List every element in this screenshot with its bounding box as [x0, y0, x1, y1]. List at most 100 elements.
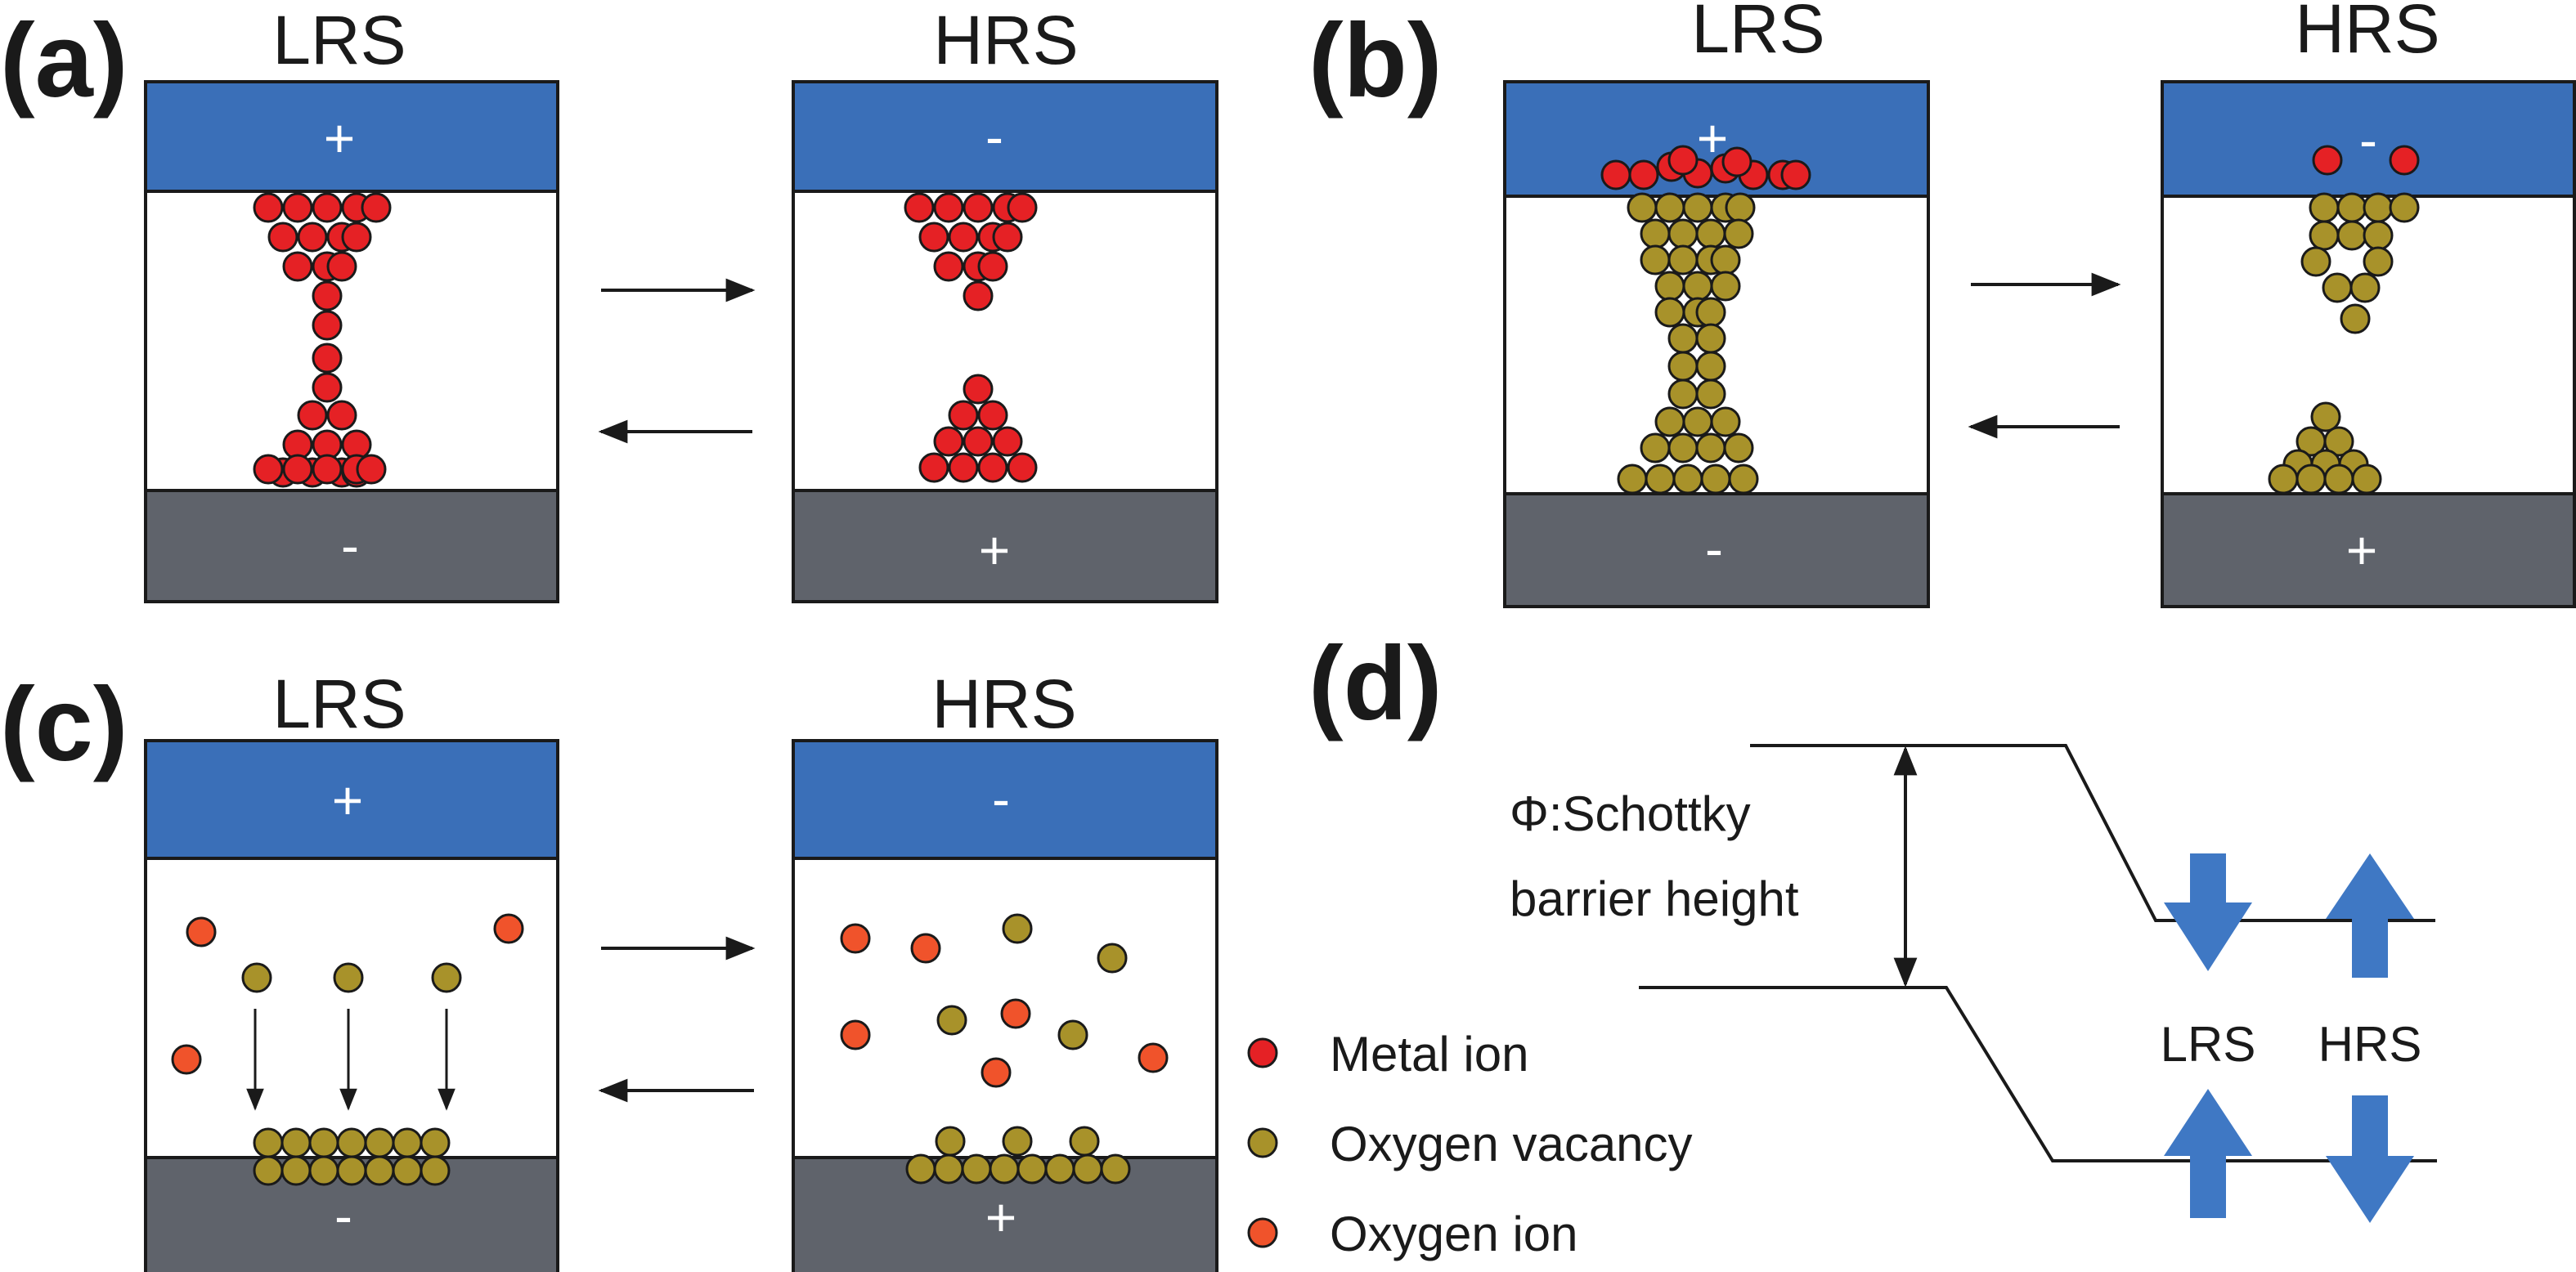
- oxygen-vacancy: [1057, 1019, 1088, 1050]
- oxygen-vacancy: [420, 1127, 451, 1158]
- panel-b-label: (b): [1308, 2, 1442, 119]
- panel-c-lrs-device: LRS + -: [144, 665, 559, 1272]
- metal-ion: [933, 192, 964, 223]
- oxygen-vacancy: [1097, 943, 1128, 974]
- oxygen-vacancy: [2363, 246, 2394, 277]
- panel-a-label: (a): [0, 2, 128, 119]
- oxygen-vacancy: [2322, 272, 2353, 303]
- panel-c-hrs-oxygen-ions: [840, 923, 1169, 1088]
- metal-ion: [312, 343, 343, 374]
- panel-c-hrs-title: HRS: [931, 665, 1076, 742]
- panel-b-hrs-metal-ions: [2312, 145, 2420, 176]
- panel-d-hrs-upper-up-arrow: [2326, 853, 2414, 978]
- oxygen-vacancy: [1682, 406, 1713, 437]
- oxygen-vacancy: [1667, 351, 1699, 382]
- metal-ion: [963, 280, 994, 311]
- oxygen-vacancy: [1682, 271, 1713, 302]
- panel-a-hrs-top-sign: -: [985, 106, 1003, 167]
- oxygen-vacancy: [420, 1155, 451, 1186]
- panel-c-lrs-top-electrode: [144, 739, 559, 860]
- oxygen-vacancy: [2268, 464, 2299, 495]
- panel-b-hrs-top-electrode: [2161, 80, 2576, 198]
- panel-a-lrs-bottom-electrode: [144, 489, 559, 603]
- oxygen-vacancy: [1710, 244, 1741, 275]
- panel-d-hrs-lower-down-arrow: [2326, 1095, 2414, 1223]
- oxygen-vacancy: [961, 1153, 992, 1185]
- oxygen-vacancy: [253, 1155, 284, 1186]
- oxygen-vacancy: [1654, 271, 1685, 302]
- panel-a-hrs-title: HRS: [933, 2, 1078, 78]
- oxygen-ion: [1138, 1042, 1169, 1073]
- metal-ion: [1007, 192, 1038, 223]
- metal-ion: [2312, 145, 2343, 176]
- oxygen-ion: [493, 913, 524, 944]
- panel-c-lrs-top-sign: +: [332, 770, 364, 831]
- oxygen-vacancy: [1700, 464, 1731, 495]
- oxygen-vacancy: [308, 1155, 339, 1186]
- oxygen-vacancy: [364, 1155, 395, 1186]
- panel-c-lrs-vacancy-layer: [253, 1127, 451, 1186]
- oxygen-vacancy: [336, 1127, 367, 1158]
- panel-b-hrs-title: HRS: [2295, 0, 2439, 67]
- metal-ion: [918, 452, 949, 483]
- panel-c-lrs-free-vacancies: [241, 962, 462, 993]
- oxygen-vacancy: [989, 1153, 1020, 1185]
- oxygen-vacancy: [1667, 378, 1699, 410]
- oxygen-vacancy: [1710, 271, 1741, 302]
- oxygen-ion: [910, 933, 941, 964]
- metal-ion: [992, 426, 1023, 457]
- panel-d-hrs-label: HRS: [2318, 1017, 2422, 1072]
- oxygen-vacancy: [1002, 1126, 1033, 1157]
- panel-b-lrs-title: LRS: [1691, 0, 1824, 67]
- metal-ion: [977, 452, 1008, 483]
- oxygen-vacancy: [336, 1155, 367, 1186]
- oxygen-vacancy: [1695, 378, 1726, 410]
- oxygen-vacancy: [1728, 464, 1759, 495]
- oxygen-vacancy: [1667, 218, 1699, 249]
- metal-ion: [977, 400, 1008, 431]
- panel-b-hrs-top-sign: -: [2359, 110, 2377, 170]
- panel-b: (b) LRS + - HRS - +: [1308, 0, 2576, 608]
- oxygen-vacancy: [1627, 192, 1658, 223]
- oxygen-vacancy: [1100, 1153, 1131, 1185]
- oxygen-vacancy: [1640, 218, 1671, 249]
- panel-c-hrs-top-electrode: [792, 739, 1218, 860]
- panel-a-hrs-bottom-electrode: [792, 489, 1218, 603]
- panel-c-lrs-bottom-sign: -: [334, 1185, 352, 1246]
- panel-a-hrs-metal-filament-bottom: [918, 374, 1038, 483]
- oxygen-vacancy: [1640, 244, 1671, 275]
- oxygen-vacancy: [2296, 464, 2327, 495]
- metal-ion: [253, 192, 284, 223]
- panel-c-lrs-title: LRS: [272, 665, 406, 742]
- oxygen-vacancy: [333, 962, 364, 993]
- panel-b-hrs-bottom-sign: +: [2346, 520, 2378, 580]
- oxygen-vacancy: [1654, 192, 1685, 223]
- oxygen-vacancy: [1672, 464, 1703, 495]
- oxygen-vacancy: [1654, 297, 1685, 328]
- oxygen-vacancy: [1667, 323, 1699, 354]
- panel-a-lrs-top-electrode: [144, 80, 559, 193]
- panel-b-hrs-vacancy-top: [2300, 192, 2420, 334]
- metal-ion: [361, 192, 392, 223]
- oxygen-vacancy: [1044, 1153, 1075, 1185]
- oxygen-vacancy: [253, 1127, 284, 1158]
- panel-d-lrs-upper-down-arrow: [2164, 853, 2252, 971]
- oxygen-vacancy: [1069, 1126, 1100, 1157]
- metal-ion: [977, 251, 1008, 282]
- metal-ion: [963, 374, 994, 405]
- panel-d-phi-line2: barrier height: [1510, 871, 1799, 926]
- oxygen-vacancy: [2389, 192, 2420, 223]
- panel-b-lrs-top-electrode: [1503, 80, 1930, 198]
- metal-ion: [933, 426, 964, 457]
- metal-ion: [1780, 159, 1811, 190]
- panel-d-phi-line1: Φ:Schottky: [1510, 786, 1751, 841]
- oxygen-vacancy: [2336, 192, 2367, 223]
- panel-c-hrs-vacancy-layer: [905, 1126, 1131, 1185]
- panel-c-label: (c): [0, 666, 128, 783]
- metal-ion: [1667, 145, 1699, 176]
- oxygen-vacancy: [2349, 272, 2381, 303]
- metal-ion: [326, 400, 357, 431]
- metal-ion: [992, 222, 1023, 253]
- oxygen-ion: [840, 1019, 871, 1050]
- panel-b-lrs-vacancy-filament: [1617, 192, 1759, 495]
